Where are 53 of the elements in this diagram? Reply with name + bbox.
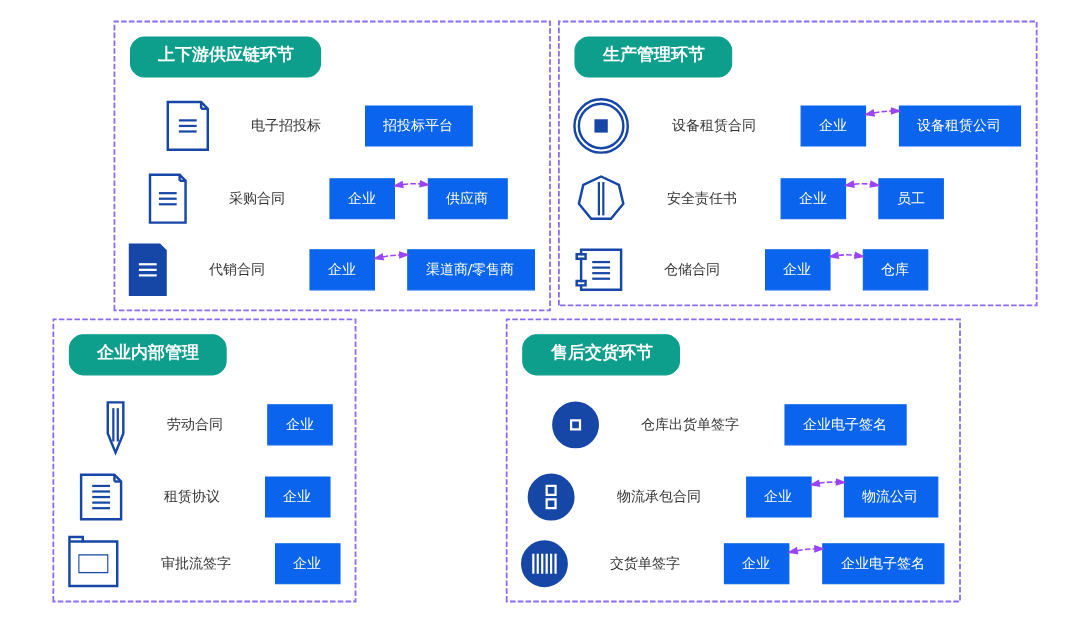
node-picture [106,401,125,456]
node-box: 企业电子签名 [784,404,907,446]
node-box: 生产管理环节 [574,36,733,78]
node-box: 供应商 [427,178,508,220]
node-label: 仓库出货单签字 [641,415,740,432]
arrow [863,107,902,117]
node-box: 仓库 [862,249,929,291]
cluster [113,20,551,312]
node-label: 采购合同 [228,189,285,206]
node-box: 企业 [800,105,867,147]
node-box: 企业 [746,476,812,518]
node-box: 物流公司 [843,476,939,518]
node-box: 企业 [723,543,790,585]
node-box: 企业 [275,543,341,585]
node-picture [577,175,625,220]
node-box: 上下游供应链环节 [130,36,322,78]
cluster [52,318,357,603]
node-box: 企业 [765,249,831,291]
node-box: 企业 [265,476,331,518]
node-label: 设备租赁合同 [671,116,756,133]
node-box: 企业 [267,404,333,446]
node-picture [552,401,599,449]
node-box: 企业电子签名 [822,543,945,585]
node-box: 售后交货环节 [522,334,680,376]
node-box: 员工 [878,178,944,220]
node-label: 审批流签字 [161,554,232,571]
node-label: 安全责任书 [666,189,737,206]
node-label: 租赁协议 [164,487,221,504]
node-picture [527,473,575,521]
node-box: 设备租赁公司 [898,105,1022,147]
node-picture [521,540,568,588]
node-label: 劳动合同 [166,415,223,432]
node-picture [575,248,623,292]
node-label: 代销合同 [208,260,265,277]
cluster [558,20,1038,307]
arrow [809,478,847,487]
arrow [787,545,826,555]
node-box: 渠道商/零售商 [407,249,535,291]
node-box: 招投标平台 [365,105,473,147]
node-label: 物流承包合同 [617,487,702,504]
node-picture [573,98,629,154]
arrow [392,180,431,189]
arrow [843,180,881,188]
node-box: 企业内部管理 [68,334,227,376]
node-box: 企业 [780,178,847,220]
arrow [372,251,410,261]
cluster [505,318,961,603]
node-label: 仓储合同 [664,260,721,277]
node-box: 企业 [329,178,395,220]
node-label: 交货单签字 [610,554,680,571]
node-label: 电子招投标 [251,116,322,133]
arrow [827,251,866,259]
node-box: 企业 [309,249,375,291]
